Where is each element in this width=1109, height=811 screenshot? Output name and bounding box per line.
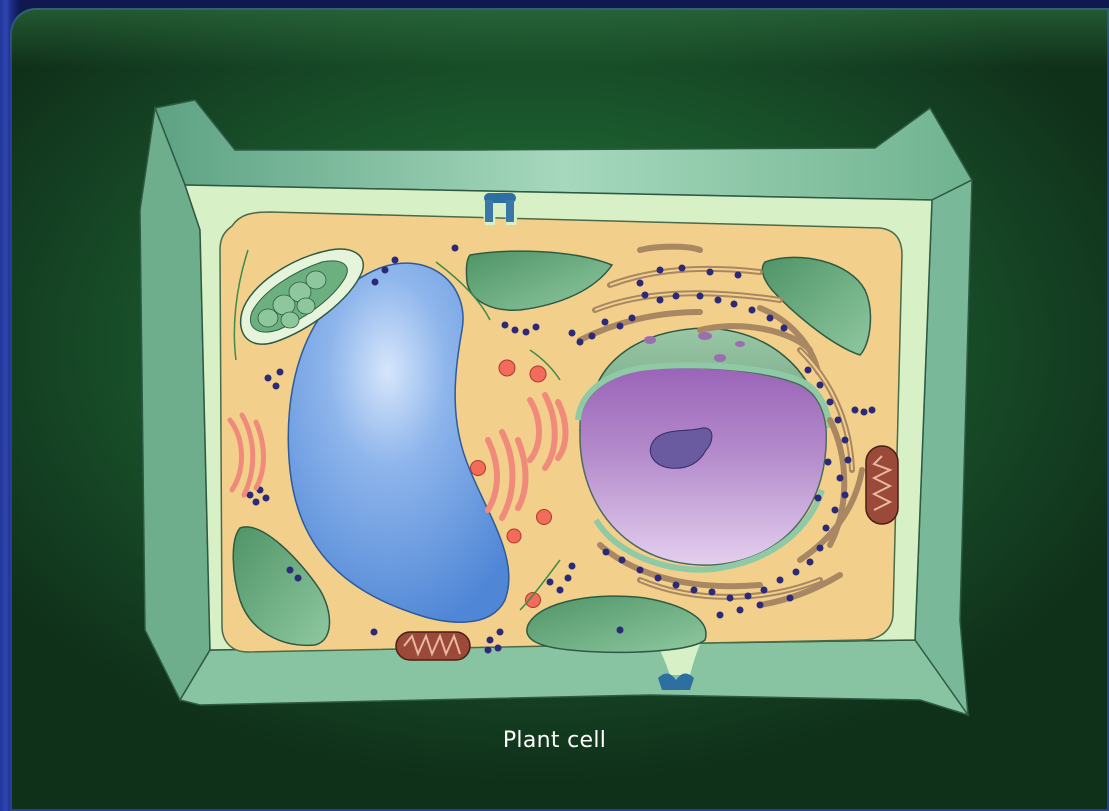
diagram-caption: Plant cell — [0, 728, 1109, 753]
mitochondrion-right — [866, 446, 898, 524]
mitochondrion-bottom — [396, 632, 470, 660]
